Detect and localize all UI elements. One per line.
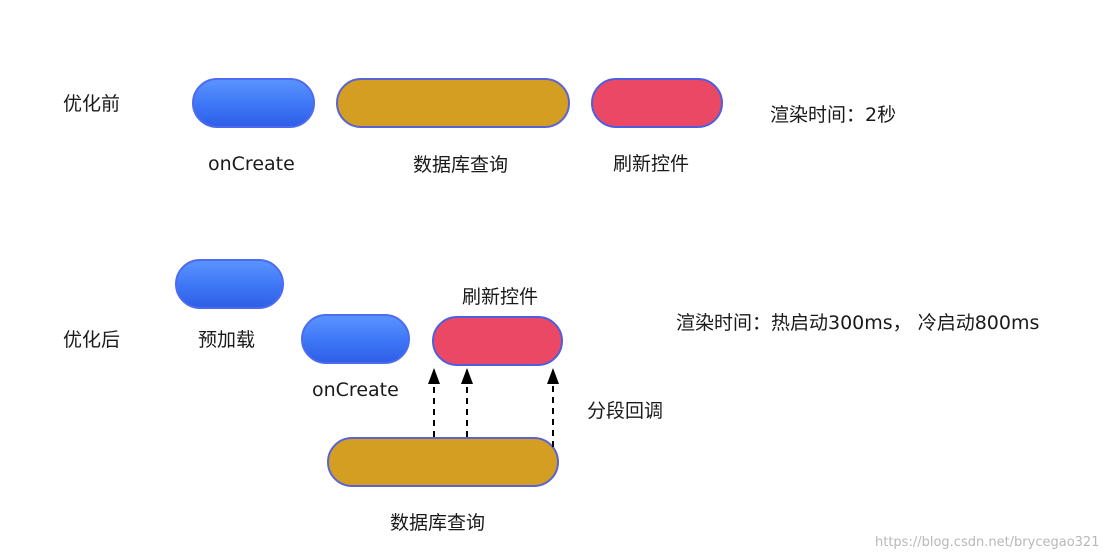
before-db-query-bar — [336, 78, 570, 128]
callback-label: 分段回调 — [587, 400, 664, 422]
before-db-query-label: 数据库查询 — [413, 154, 509, 176]
before-refresh-bar — [591, 78, 723, 128]
before-oncreate-bar — [192, 78, 315, 128]
after-oncreate-bar — [301, 314, 410, 364]
callback-arrowhead-2 — [461, 368, 473, 384]
before-row-label: 优化前 — [63, 93, 121, 115]
watermark: https://blog.csdn.net/brycegao321 — [875, 535, 1100, 550]
callback-arrowhead-1 — [428, 368, 440, 384]
callback-arrowhead-3 — [547, 368, 559, 384]
before-oncreate-label: onCreate — [208, 153, 295, 175]
after-refresh-bar — [432, 316, 563, 366]
after-refresh-label: 刷新控件 — [462, 286, 539, 308]
after-render-time: 渲染时间：热启动300ms， 冷启动800ms — [676, 312, 1040, 334]
after-db-query-bar — [327, 437, 559, 487]
before-render-time: 渲染时间：2秒 — [770, 104, 897, 126]
before-refresh-label: 刷新控件 — [613, 153, 690, 175]
after-preload-bar — [175, 259, 284, 309]
after-row-label: 优化后 — [63, 329, 121, 351]
after-preload-label: 预加载 — [198, 329, 256, 351]
after-db-query-label: 数据库查询 — [390, 512, 486, 534]
after-oncreate-label: onCreate — [312, 379, 399, 401]
